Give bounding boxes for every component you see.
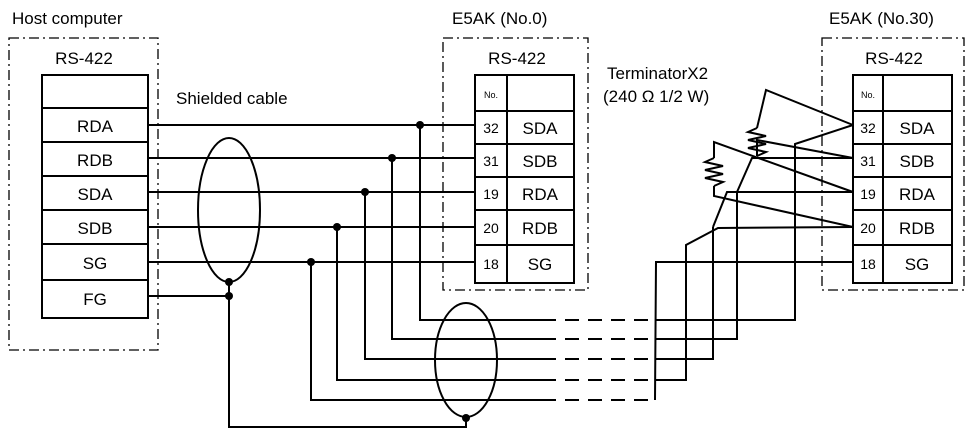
host-signal-sda: SDA xyxy=(78,185,114,204)
wire30-sda xyxy=(655,124,854,321)
unit30-no-header: No. xyxy=(861,90,875,100)
unit0-terminal-no: 18 xyxy=(483,256,499,272)
junction-dot xyxy=(225,292,233,300)
wire30-sg xyxy=(654,261,853,401)
host-signal-fg: FG xyxy=(83,290,107,309)
host-signal-rda: RDA xyxy=(77,117,114,136)
e5ak-no30-outline xyxy=(821,37,965,291)
unit0-terminal-signal: RDB xyxy=(522,219,558,238)
resistor-leg xyxy=(713,140,854,193)
resistor-leg xyxy=(713,186,854,228)
unit30-terminal-signal: SDA xyxy=(900,119,936,138)
host-computer-outline xyxy=(8,37,159,351)
branch-rdb xyxy=(336,227,542,381)
e5ak-no30-title: E5AK (No.30) xyxy=(829,9,934,28)
unit0-terminal-no: 31 xyxy=(483,153,499,169)
host-interface-label: RS-422 xyxy=(55,49,113,68)
junction-dot xyxy=(388,154,396,162)
resistor-zigzag xyxy=(701,157,727,187)
junction-dot xyxy=(333,223,341,231)
e5ak-no0-title: E5AK (No.0) xyxy=(452,9,547,28)
resistor-leg xyxy=(756,138,854,159)
branch-sg xyxy=(310,262,542,401)
e5ak-no0-outline xyxy=(442,37,589,291)
unit0-no-header: No. xyxy=(484,90,498,100)
unit30-terminal-no: 32 xyxy=(860,120,876,136)
unit30-wires xyxy=(654,124,854,401)
host-computer-title: Host computer xyxy=(12,9,123,28)
unit0-terminal-signal: SG xyxy=(528,255,553,274)
unit0-interface-label: RS-422 xyxy=(488,49,546,68)
resistor-leg xyxy=(756,88,854,129)
wire30-sdb xyxy=(736,157,853,193)
branch-wires xyxy=(310,125,542,401)
dashed-continuation xyxy=(542,319,655,401)
unit0-terminal-block: No. 32 31 19 20 18 SDA SDB RDA RDB SG xyxy=(474,74,575,284)
junction-dot xyxy=(416,121,424,129)
unit30-terminal-block: No. 32 31 19 20 18 SDA SDB RDA RDB SG xyxy=(852,74,953,284)
unit30-interface-label: RS-422 xyxy=(865,49,923,68)
unit0-terminal-signal: SDB xyxy=(523,152,558,171)
terminator-label: TerminatorX2 xyxy=(607,64,708,83)
unit30-terminal-signal: RDA xyxy=(899,185,936,204)
unit0-terminal-no: 19 xyxy=(483,186,499,202)
junction-dots xyxy=(225,121,470,422)
unit30-terminal-signal: RDB xyxy=(899,219,935,238)
unit0-terminal-no: 32 xyxy=(483,120,499,136)
terminator-rating: (240 Ω 1/2 W) xyxy=(603,87,709,106)
wire30-sdb-leg xyxy=(655,192,738,340)
unit30-terminal-no: 20 xyxy=(860,220,876,236)
junction-dot xyxy=(462,414,470,422)
branch-rda xyxy=(364,192,542,360)
wire30-rdb xyxy=(655,226,854,381)
unit30-terminal-signal: SDB xyxy=(900,152,935,171)
unit30-terminal-no: 18 xyxy=(860,256,876,272)
host-signal-rdb: RDB xyxy=(77,151,113,170)
unit30-terminal-no: 31 xyxy=(860,153,876,169)
junction-dot xyxy=(307,258,315,266)
wire30-rda xyxy=(712,191,853,228)
unit30-terminal-signal: SG xyxy=(905,255,930,274)
unit0-terminal-signal: SDA xyxy=(523,119,559,138)
wire-shield-drain xyxy=(228,282,467,428)
host-signal-sdb: SDB xyxy=(78,219,113,238)
junction-dot xyxy=(225,278,233,286)
unit30-terminal-no: 19 xyxy=(860,186,876,202)
junction-dot xyxy=(361,188,369,196)
branch-sda xyxy=(419,125,542,321)
shielded-cable-label: Shielded cable xyxy=(176,89,288,108)
branch-sdb xyxy=(391,158,542,340)
host-signal-sg: SG xyxy=(83,254,108,273)
unit0-terminal-signal: RDA xyxy=(522,185,559,204)
terminator-resistors xyxy=(701,88,854,228)
shielded-cable-ellipse xyxy=(197,137,261,283)
unit0-terminal-no: 20 xyxy=(483,220,499,236)
host-terminal-block: RDA RDB SDA SDB SG FG xyxy=(41,74,149,319)
wire30-rda-leg xyxy=(655,227,714,360)
